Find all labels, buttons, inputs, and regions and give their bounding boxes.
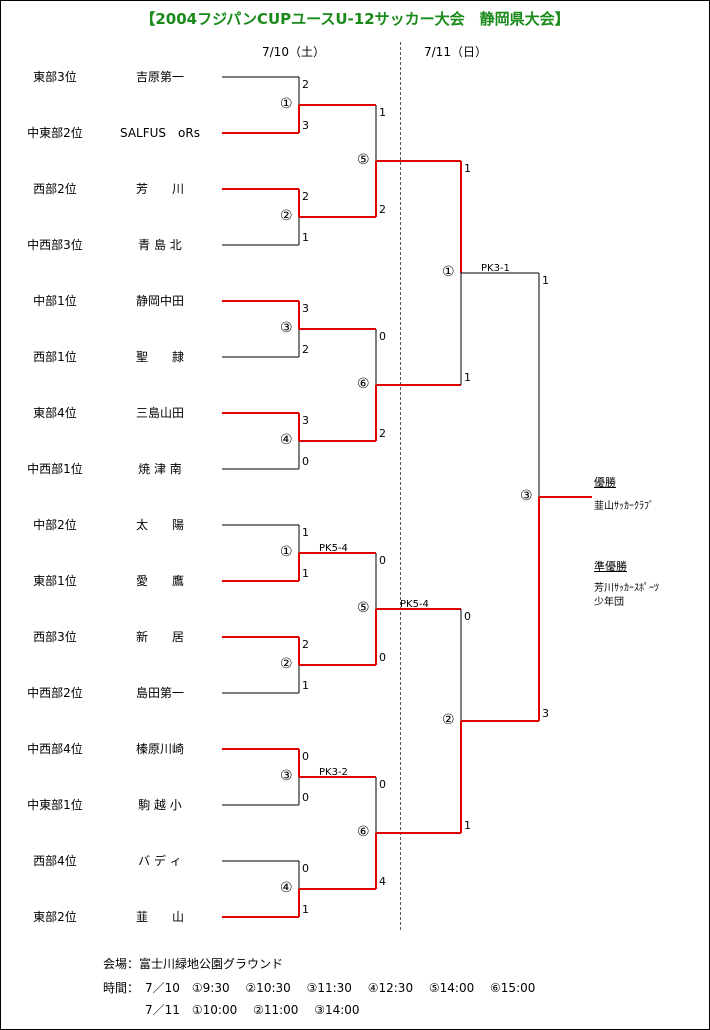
team-rank: 中部2位 — [33, 518, 77, 532]
team-rank: 中部1位 — [33, 294, 77, 308]
match-score-bottom: 3 — [542, 707, 549, 720]
match-score-bottom: 1 — [464, 819, 471, 832]
match-score-bottom: 3 — [302, 119, 309, 132]
date-day1: 7/10（土） — [262, 45, 325, 59]
day-divider — [400, 42, 401, 930]
match-score-top: 0 — [379, 330, 386, 343]
date-day2: 7/11（日） — [424, 45, 487, 59]
match-score-bottom: 2 — [302, 343, 309, 356]
team-rank: 中西部3位 — [27, 238, 83, 252]
team-name: 榛原川崎 — [135, 742, 184, 756]
match-score-bottom: 2 — [379, 427, 386, 440]
match-number: ③ — [280, 768, 293, 784]
match-number: ② — [280, 656, 293, 672]
match-score-top: 2 — [302, 190, 309, 203]
match-number: ① — [442, 264, 455, 280]
team-name: 太 陽 — [135, 518, 184, 532]
match-number: ④ — [280, 880, 293, 896]
team-name: 島田第一 — [135, 686, 184, 700]
team-rank: 西部3位 — [33, 630, 77, 644]
team-name: 静岡中田 — [135, 294, 184, 308]
match-score-top: 1 — [542, 274, 549, 287]
match-number: ② — [442, 712, 455, 728]
team-rank: 中西部1位 — [27, 462, 83, 476]
runnerup-heading: 準優勝 — [594, 560, 627, 573]
match-pk-score: PK3-1 — [481, 263, 510, 274]
match-pk-score: PK3-2 — [319, 767, 348, 778]
team-rank: 中西部4位 — [27, 742, 83, 756]
match-number: ④ — [280, 432, 293, 448]
match-score-top: 1 — [379, 106, 386, 119]
match-pk-score: PK5-4 — [400, 599, 429, 610]
match-number: ⑤ — [357, 152, 370, 168]
match-score-bottom: 1 — [302, 231, 309, 244]
match-score-top: 0 — [379, 554, 386, 567]
team-name: 聖 隷 — [135, 350, 184, 364]
team-rank: 中西部2位 — [27, 686, 83, 700]
team-name: 吉原第一 — [135, 70, 184, 84]
match-score-bottom: 0 — [302, 455, 309, 468]
match-pk-score: PK5-4 — [319, 543, 348, 554]
team-rank: 東部2位 — [33, 910, 77, 924]
team-name: 焼 津 南 — [138, 462, 182, 476]
team-name: 青 島 北 — [138, 238, 182, 252]
match-score-top: 1 — [464, 162, 471, 175]
match-score-bottom: 2 — [379, 203, 386, 216]
team-rank: 西部2位 — [33, 182, 77, 196]
match-score-top: 1 — [302, 526, 309, 539]
schedule-day1: 7／10 ①9:30 ②10:30 ③11:30 ④12:30 ⑤14:00 ⑥… — [145, 981, 536, 995]
team-rank: 中東部2位 — [27, 126, 83, 140]
match-number: ③ — [520, 488, 533, 504]
match-score-top: 0 — [302, 862, 309, 875]
team-name: 三島山田 — [135, 406, 184, 420]
page-title: 【2004フジパンCUPユースU-12サッカー大会 静岡県大会】 — [140, 10, 570, 28]
team-name: 駒 越 小 — [138, 798, 182, 812]
champion-team: 韮山ｻｯｶｰｸﾗﾌﾞ — [594, 501, 654, 512]
match-number: ① — [280, 96, 293, 112]
champion-heading: 優勝 — [594, 476, 616, 489]
match-score-bottom: 0 — [379, 651, 386, 664]
time-label: 時間： — [103, 981, 140, 995]
team-name: バ デ ィ — [138, 854, 182, 868]
match-score-top: 0 — [464, 610, 471, 623]
match-number: ⑥ — [357, 376, 370, 392]
team-name: 韮 山 — [135, 910, 184, 924]
match-score-bottom: 4 — [379, 875, 386, 888]
match-number: ⑥ — [357, 824, 370, 840]
team-rank: 東部3位 — [33, 70, 77, 84]
team-rank: 中東部1位 — [27, 798, 83, 812]
runnerup-team-line2: 少年団 — [594, 597, 624, 608]
match-score-top: 2 — [302, 638, 309, 651]
team-rank: 西部4位 — [33, 854, 77, 868]
match-number: ② — [280, 208, 293, 224]
venue-text: 会場：富士川緑地公園グラウンド — [103, 957, 284, 971]
match-score-top: 0 — [379, 778, 386, 791]
team-name: 愛 鷹 — [135, 574, 184, 588]
match-score-top: 3 — [302, 302, 309, 315]
match-score-top: 2 — [302, 78, 309, 91]
match-number: ① — [280, 544, 293, 560]
team-name: SALFUS oRs — [120, 126, 200, 140]
match-score-bottom: 1 — [302, 903, 309, 916]
match-number: ⑤ — [357, 600, 370, 616]
team-rank: 西部1位 — [33, 350, 77, 364]
team-name: 新 居 — [135, 630, 184, 644]
team-rank: 東部4位 — [33, 406, 77, 420]
match-number: ③ — [280, 320, 293, 336]
team-rank: 東部1位 — [33, 574, 77, 588]
match-score-bottom: 1 — [464, 371, 471, 384]
match-score-top: 3 — [302, 414, 309, 427]
match-score-bottom: 1 — [302, 567, 309, 580]
runnerup-team-line1: 芳川ｻｯｶｰｽﾎﾟｰﾂ — [594, 583, 659, 594]
schedule-day2: 7／11 ①10:00 ②11:00 ③14:00 — [145, 1003, 360, 1017]
match-score-bottom: 1 — [302, 679, 309, 692]
match-score-top: 0 — [302, 750, 309, 763]
team-name: 芳 川 — [135, 182, 184, 196]
match-score-bottom: 0 — [302, 791, 309, 804]
